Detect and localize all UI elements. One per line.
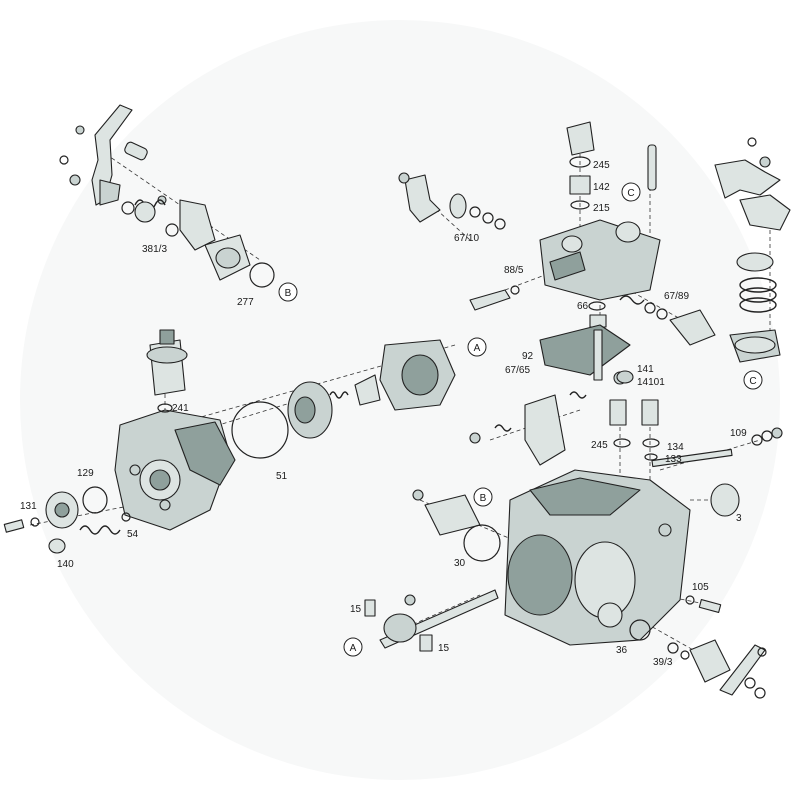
flange-plate	[689, 639, 731, 683]
stud	[469, 289, 511, 311]
label-39-3: 39/3	[653, 657, 673, 668]
slide-block	[524, 394, 566, 466]
label-30: 30	[454, 558, 466, 569]
label-129: 129	[77, 468, 94, 479]
label-67-65: 67/65	[505, 365, 530, 376]
label-131: 131	[20, 501, 37, 512]
pump-body-assembly	[3, 329, 456, 554]
bracket-lever	[404, 174, 441, 223]
valve-left	[609, 399, 627, 426]
mid-parts	[469, 370, 783, 517]
label-109: 109	[730, 428, 747, 439]
cover-assembly	[398, 121, 716, 385]
lever-assembly	[59, 104, 275, 288]
link-plate	[669, 309, 716, 346]
bolt-105	[698, 598, 722, 614]
bolt-head	[566, 121, 595, 156]
spacer	[569, 175, 591, 195]
mid-lever	[739, 194, 791, 231]
label-140: 140	[57, 559, 74, 570]
screw	[3, 519, 25, 533]
label-215: 215	[593, 203, 610, 214]
label-14101: 14101	[637, 377, 665, 388]
label-88-5: 88/5	[504, 265, 524, 276]
label-15-b: 15	[438, 643, 450, 654]
rod	[651, 448, 733, 468]
long-bolt	[647, 144, 657, 191]
valve-right	[641, 399, 659, 426]
label-67-89: 67/89	[664, 291, 689, 302]
label-141: 141	[637, 364, 654, 375]
top-lever	[714, 159, 781, 199]
marker-c-mid: C	[627, 188, 634, 199]
pin	[124, 141, 148, 161]
marker-b-top: B	[285, 288, 292, 299]
label-381-3: 381/3	[142, 244, 167, 255]
key-15b	[419, 634, 433, 652]
key-15a	[364, 599, 376, 617]
screw	[75, 125, 85, 135]
label-66: 66	[577, 301, 589, 312]
shaft	[593, 329, 603, 381]
marker-a-low: A	[350, 643, 357, 654]
label-245-top: 245	[593, 160, 610, 171]
label-51: 51	[276, 471, 288, 482]
governor-stack	[714, 137, 791, 363]
label-241: 241	[172, 403, 189, 414]
spring-coil	[134, 201, 156, 223]
label-36: 36	[616, 645, 628, 656]
seal	[710, 483, 740, 517]
big-o-ring	[231, 401, 289, 459]
gasket	[539, 324, 631, 376]
label-142: 142	[593, 182, 610, 193]
label-92: 92	[522, 351, 534, 362]
label-245-low: 245	[591, 440, 608, 451]
label-15-a: 15	[350, 604, 362, 615]
label-134: 134	[667, 442, 684, 453]
marker-c-right: C	[749, 376, 756, 387]
spring-cap	[449, 193, 467, 219]
cup	[736, 252, 774, 272]
label-133: 133	[665, 454, 682, 465]
o-ring	[249, 262, 275, 288]
label-105: 105	[692, 582, 709, 593]
label-67-10: 67/10	[454, 233, 479, 244]
nut	[69, 174, 81, 186]
main-spring	[739, 277, 777, 313]
label-3: 3	[736, 513, 742, 524]
marker-a-top: A	[474, 343, 481, 354]
clip	[59, 155, 69, 165]
main-housing	[364, 469, 767, 699]
reference-markers: B C C A B A	[278, 182, 763, 657]
label-277: 277	[237, 297, 254, 308]
marker-b-low: B	[480, 493, 487, 504]
o-ring-30	[463, 524, 501, 562]
part-labels: 381/3 277 245 142 215 67/10 88/5 66 67/8…	[20, 160, 747, 668]
label-54: 54	[127, 529, 139, 540]
